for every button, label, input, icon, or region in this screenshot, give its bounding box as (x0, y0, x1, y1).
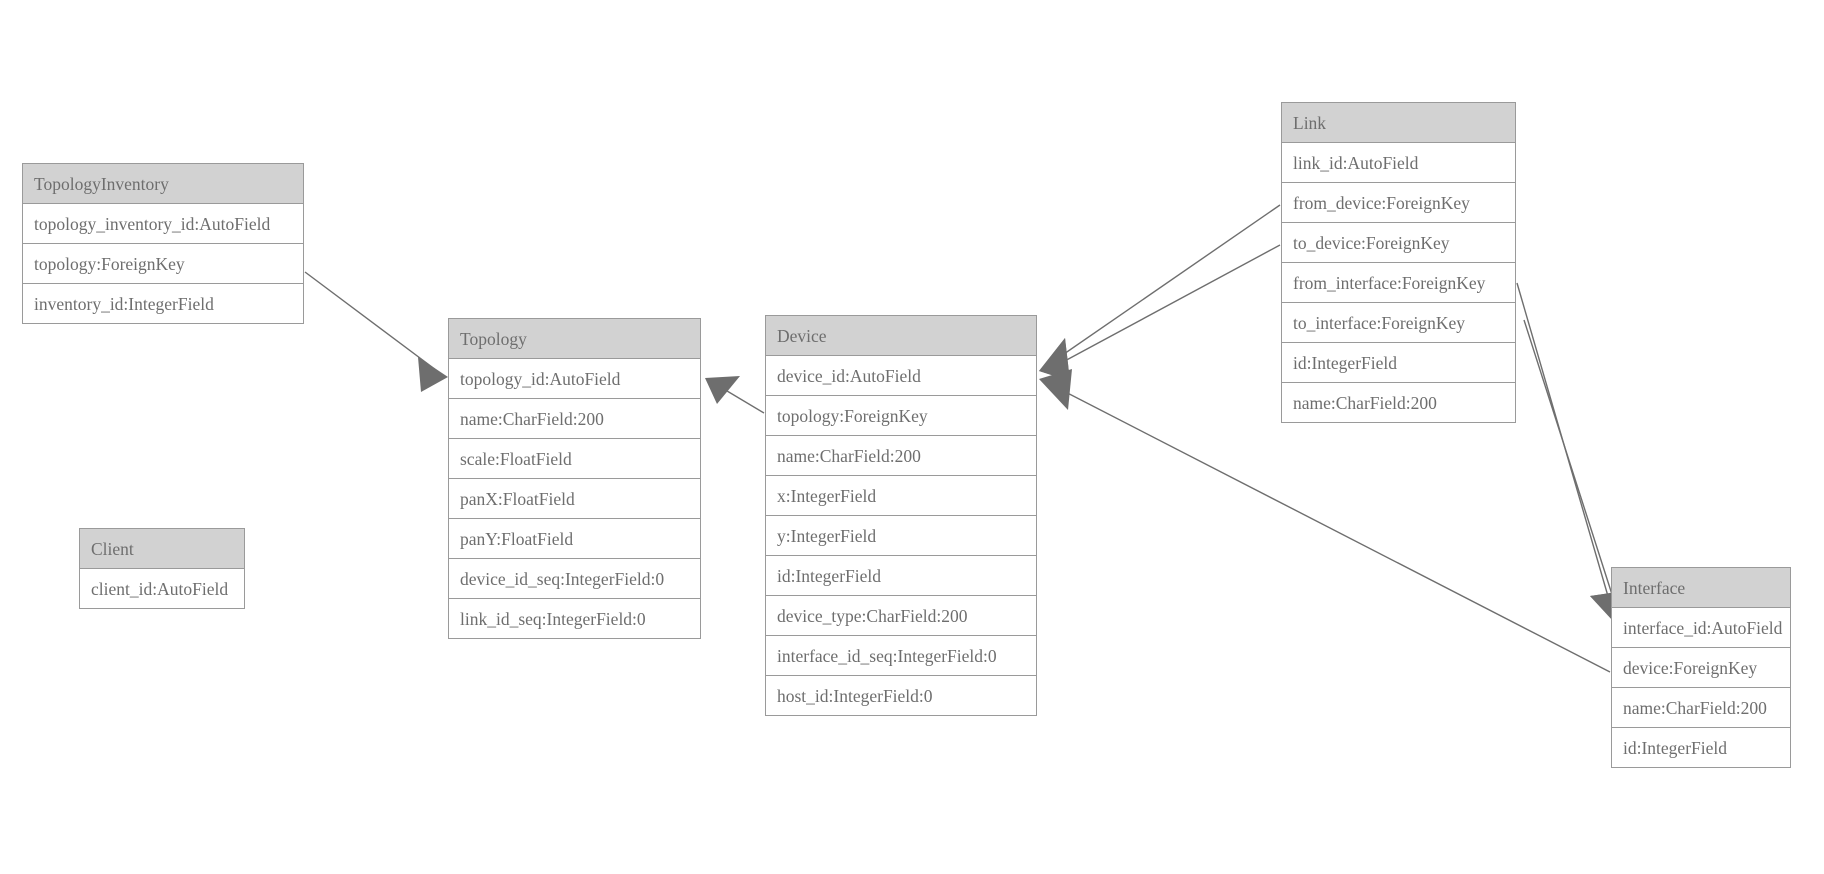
entity-title: Device (766, 316, 1036, 356)
arrowhead-icon (1039, 369, 1072, 410)
entity-field-row: link_id:AutoField (1282, 143, 1515, 183)
entity-field-row: y:IntegerField (766, 516, 1036, 556)
arrowhead-icon (705, 376, 740, 404)
entity-title: Link (1282, 103, 1515, 143)
entity-field-row: device_type:CharField:200 (766, 596, 1036, 636)
relation-line (1047, 204, 1281, 366)
entity-title: Client (80, 529, 244, 569)
arrowhead-icon (418, 357, 448, 392)
relation-device-to-topology: topology:ForeignKey (705, 376, 765, 414)
relation-line (1047, 244, 1281, 371)
entity-field-row: from_device:ForeignKey (1282, 183, 1515, 223)
entity-field-row: host_id:IntegerField:0 (766, 676, 1036, 716)
entity-title: Topology (449, 319, 700, 359)
relation-line (711, 381, 765, 414)
entity-field-row: inventory_id:IntegerField (23, 284, 303, 324)
entity-field-row: name:CharField:200 (1612, 688, 1790, 728)
entity-field-row: topology:ForeignKey (23, 244, 303, 284)
entity-field-row: to_interface:ForeignKey (1282, 303, 1515, 343)
entity-field-row: device_id_seq:IntegerField:0 (449, 559, 700, 599)
entity-field-row: topology_inventory_id:AutoField (23, 204, 303, 244)
relation-line (304, 271, 445, 377)
relation-topologyinventory-to-topology: topology:ForeignKey (304, 271, 448, 392)
relation-line (1047, 382, 1611, 673)
relation-line (1516, 282, 1613, 611)
entity-field-row: interface_id_seq:IntegerField:0 (766, 636, 1036, 676)
entity-field-row: device_id:AutoField (766, 356, 1036, 396)
entity-field-row: from_interface:ForeignKey (1282, 263, 1515, 303)
entity-field-row: x:IntegerField (766, 476, 1036, 516)
entity-field-row: name:CharField:200 (1282, 383, 1515, 423)
arrowhead-icon (1039, 338, 1070, 381)
entity-field-row: topology_id:AutoField (449, 359, 700, 399)
entity-field-row: scale:FloatField (449, 439, 700, 479)
relation-link-todevice-to-device: to_device:ForeignKey (1039, 244, 1281, 381)
entity-title: TopologyInventory (23, 164, 303, 204)
entity-field-row: name:CharField:200 (449, 399, 700, 439)
entity-field-row: panY:FloatField (449, 519, 700, 559)
entity-field-row: client_id:AutoField (80, 569, 244, 609)
entity-field-row: device:ForeignKey (1612, 648, 1790, 688)
entity-field-row: id:IntegerField (766, 556, 1036, 596)
entity-field-row: name:CharField:200 (766, 436, 1036, 476)
entity-field-row: topology:ForeignKey (766, 396, 1036, 436)
entity-field-row: panX:FloatField (449, 479, 700, 519)
arrowhead-icon (1039, 338, 1070, 381)
entity-field-row: to_device:ForeignKey (1282, 223, 1515, 263)
entity-field-row: id:IntegerField (1612, 728, 1790, 768)
relation-link-fromdevice-to-device: from_device:ForeignKey (1039, 204, 1281, 381)
entity-field-row: id:IntegerField (1282, 343, 1515, 383)
entity-field-row: interface_id:AutoField (1612, 608, 1790, 648)
entity-title: Interface (1612, 568, 1790, 608)
entity-field-row: link_id_seq:IntegerField:0 (449, 599, 700, 639)
relation-line (1523, 319, 1618, 611)
